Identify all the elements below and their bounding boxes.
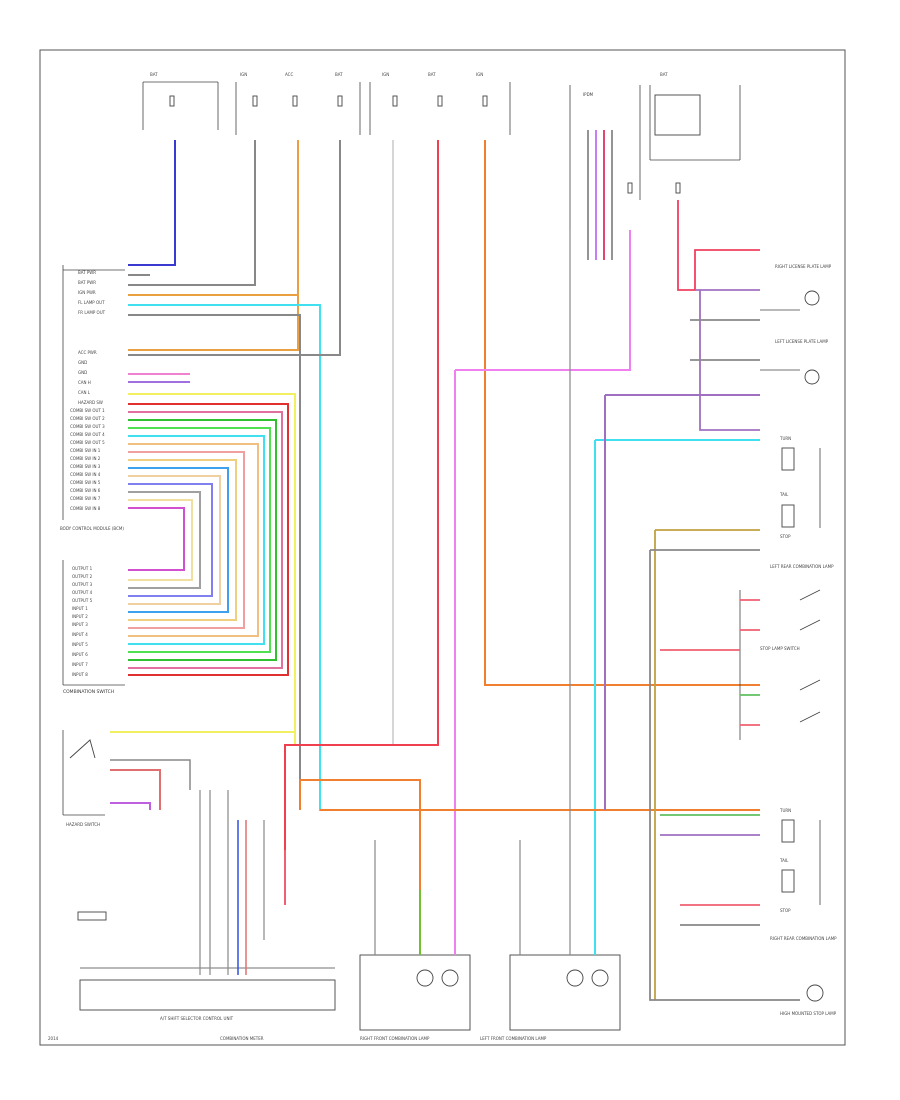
svg-text:CAN H: CAN H	[78, 380, 91, 385]
svg-text:COMBI SW IN 1: COMBI SW IN 1	[70, 448, 101, 453]
top-fuse-blocks: BAT IGN ACC BAT IGN BAT IGN BAT IPDM	[142, 72, 741, 230]
stop-label-rr: STOP	[780, 908, 791, 913]
svg-text:BAT PWR: BAT PWR	[78, 280, 96, 285]
svg-text:GND: GND	[78, 360, 87, 365]
turn-label-rr: TURN	[779, 808, 791, 813]
svg-text:COMBI SW IN 6: COMBI SW IN 6	[70, 488, 101, 493]
turn-label-lr: TURN	[779, 436, 791, 441]
svg-text:INPUT 4: INPUT 4	[72, 632, 88, 637]
svg-text:INPUT 7: INPUT 7	[72, 662, 88, 667]
svg-text:COMBI SW OUT 3: COMBI SW OUT 3	[70, 424, 105, 429]
right-license-lamp-label: RIGHT LICENSE PLATE LAMP	[775, 264, 832, 269]
svg-text:CAN L: CAN L	[78, 390, 91, 395]
svg-text:INPUT 5: INPUT 5	[72, 642, 88, 647]
svg-text:IGN PWR: IGN PWR	[78, 290, 96, 295]
bottom-components: A/T SHIFT SELECTOR CONTROL UNIT COMBINAT…	[48, 790, 621, 1041]
high-mounted-stop-lamp-label: HIGH MOUNTED STOP LAMP	[780, 1011, 837, 1016]
svg-text:OUTPUT 5: OUTPUT 5	[72, 598, 93, 603]
footer-label: 2014	[48, 1036, 59, 1041]
svg-text:INPUT 6: INPUT 6	[72, 652, 88, 657]
svg-text:ACC: ACC	[285, 72, 293, 77]
svg-text:INPUT 1: INPUT 1	[72, 606, 88, 611]
svg-text:IGN: IGN	[476, 72, 483, 77]
right-rear-lamp-label: RIGHT REAR COMBINATION LAMP	[770, 936, 837, 941]
wires-rear	[649, 529, 800, 1001]
svg-text:BAT: BAT	[150, 72, 158, 77]
combination-switch-block: OUTPUT 1 OUTPUT 2 OUTPUT 3 OUTPUT 4 OUTP…	[62, 560, 125, 695]
svg-text:OUTPUT 3: OUTPUT 3	[72, 582, 93, 587]
svg-text:COMBI SW OUT 4: COMBI SW OUT 4	[70, 432, 105, 437]
svg-text:HAZARD SW: HAZARD SW	[78, 400, 103, 405]
svg-text:BAT: BAT	[335, 72, 343, 77]
svg-text:COMBI SW OUT 5: COMBI SW OUT 5	[70, 440, 105, 445]
svg-text:IGN: IGN	[382, 72, 389, 77]
wires-right-ipdm	[587, 130, 760, 431]
ahead-meter-label: A/T SHIFT SELECTOR CONTROL UNIT	[160, 1016, 234, 1021]
svg-text:OUTPUT 4: OUTPUT 4	[72, 590, 93, 595]
svg-text:ACC PWR: ACC PWR	[78, 350, 97, 355]
left-license-lamp-label: LEFT LICENSE PLATE LAMP	[775, 339, 829, 344]
right-lamps: RIGHT LICENSE PLATE LAMP LEFT LICENSE PL…	[739, 264, 837, 1016]
svg-text:COMBI SW IN 8: COMBI SW IN 8	[70, 506, 101, 511]
svg-text:COMBI SW OUT 1: COMBI SW OUT 1	[70, 408, 105, 413]
svg-text:IGN: IGN	[240, 72, 247, 77]
svg-text:BAT: BAT	[428, 72, 436, 77]
svg-text:GND: GND	[78, 370, 87, 375]
stop-label-lr: STOP	[780, 534, 791, 539]
svg-text:BAT: BAT	[660, 72, 668, 77]
combination-switch-label: COMBINATION SWITCH	[63, 689, 114, 695]
stop-lamp-switch-label: STOP LAMP SWITCH	[760, 646, 800, 651]
svg-text:COMBI SW IN 4: COMBI SW IN 4	[70, 472, 101, 477]
combination-meter-label: COMBINATION METER	[220, 1036, 264, 1041]
svg-text:INPUT 8: INPUT 8	[72, 672, 88, 677]
left-front-lamp-label: LEFT FRONT COMBINATION LAMP	[480, 1036, 547, 1041]
tail-label-rr: TAIL	[779, 858, 789, 863]
svg-text:BAT PWR: BAT PWR	[78, 270, 96, 275]
hazard-switch: HAZARD SWITCH	[62, 730, 295, 827]
bcm-block: BAT PWR BAT PWR IGN PWR FL LAMP OUT FR L…	[60, 265, 125, 531]
svg-text:COMBI SW OUT 2: COMBI SW OUT 2	[70, 416, 105, 421]
svg-text:INPUT 3: INPUT 3	[72, 622, 88, 627]
wires-bcm-fan	[128, 373, 296, 745]
hazard-switch-label: HAZARD SWITCH	[66, 822, 100, 827]
svg-text:COMBI SW IN 5: COMBI SW IN 5	[70, 480, 101, 485]
wires-central	[284, 140, 760, 890]
svg-text:COMBI SW IN 3: COMBI SW IN 3	[70, 464, 101, 469]
svg-text:COMBI SW IN 7: COMBI SW IN 7	[70, 496, 101, 501]
svg-text:INPUT 2: INPUT 2	[72, 614, 88, 619]
left-rear-lamp-label: LEFT REAR COMBINATION LAMP	[770, 564, 834, 569]
right-front-lamp-label: RIGHT FRONT COMBINATION LAMP	[360, 1036, 430, 1041]
svg-text:OUTPUT 1: OUTPUT 1	[72, 566, 93, 571]
bcm-label: BODY CONTROL MODULE (BCM)	[60, 526, 124, 531]
svg-text:COMBI SW IN 2: COMBI SW IN 2	[70, 456, 101, 461]
tail-label-lr: TAIL	[779, 492, 789, 497]
diagram-border	[39, 49, 846, 1046]
svg-text:FL LAMP OUT: FL LAMP OUT	[78, 300, 105, 305]
svg-text:IPDM: IPDM	[583, 92, 594, 97]
svg-text:FR LAMP OUT: FR LAMP OUT	[78, 310, 106, 315]
svg-text:OUTPUT 2: OUTPUT 2	[72, 574, 93, 579]
